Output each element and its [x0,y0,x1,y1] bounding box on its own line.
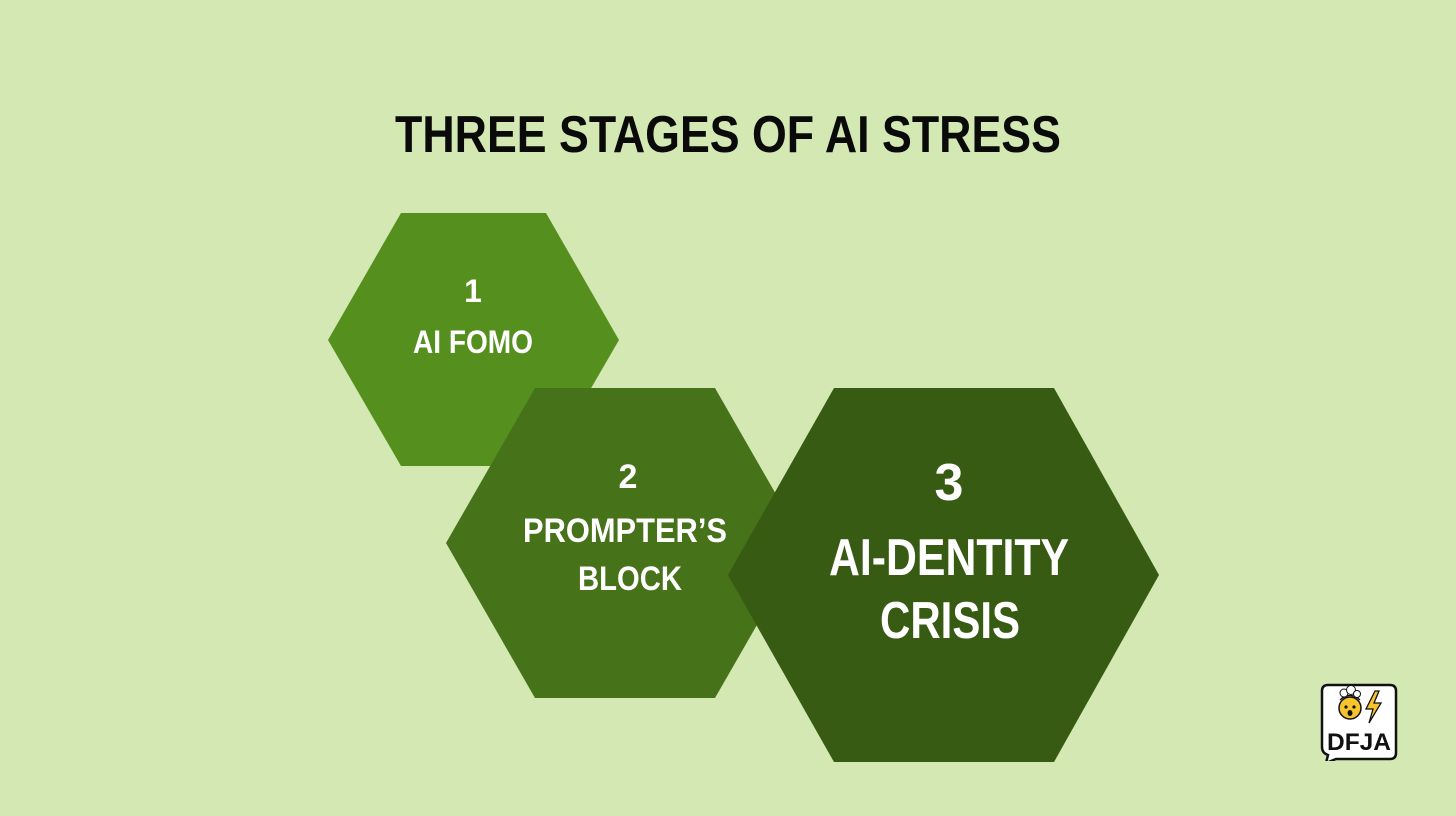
dfja-logo: DFJA [1320,683,1398,761]
stage-3-label-line-1: AI-DENTITY [829,529,1069,587]
diagram-title: THREE STAGES OF AI STRESS [395,106,1061,164]
stage-1-number: 1 [464,273,482,309]
stage-2-label-line-2: BLOCK [578,560,682,598]
stage-1-label-line-1: AI FOMO [413,324,533,360]
stage-3-hexagon: 3 AI-DENTITY CRISIS [728,388,1159,762]
stage-2-label-line-1: PROMPTER’S [523,512,727,550]
stage-2-shape [446,388,804,698]
stage-3-shape [728,388,1159,762]
stage-3-number: 3 [935,454,964,512]
mind-blown-emoji-icon [1338,685,1362,720]
stage-3-label-line-2: CRISIS [880,592,1020,650]
stage-2-hexagon: 2 PROMPTER’S BLOCK [446,388,804,698]
lightning-icon [1364,690,1383,724]
logo-text: DFJA [1327,729,1391,756]
stage-2-number: 2 [619,458,638,496]
